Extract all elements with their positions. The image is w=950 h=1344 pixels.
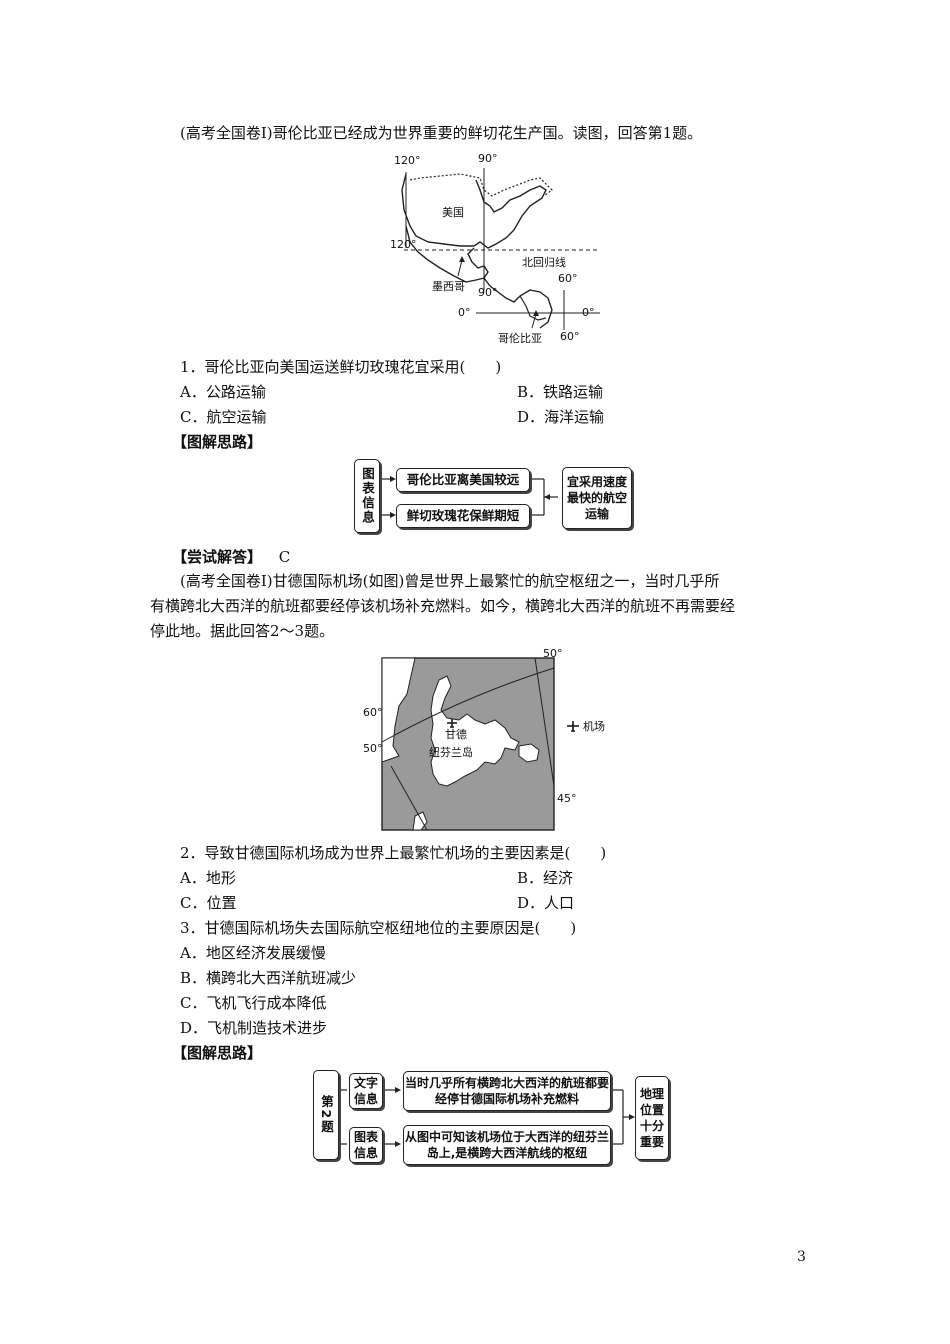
map1-label-colombia: 哥伦比亚 (498, 332, 542, 345)
answer1-label: 【尝试解答】 (172, 548, 263, 566)
airport-legend-icon (567, 721, 579, 732)
map1-label-mexico: 墨西哥 (432, 280, 465, 293)
map1-label-0-left: 0° (458, 306, 471, 319)
map2-label-45: 45° (557, 792, 577, 805)
map2-legend-airport: 机场 (583, 720, 605, 733)
flow2-box-chart-info: 图表信息 (349, 1127, 383, 1163)
intro-question-2-line1: (高考全国卷Ⅰ)甘德国际机场(如图)曾是世界上最繁忙的航空枢纽之一，当时几乎所 (180, 572, 720, 590)
flow2-box-question: 第2题 (313, 1070, 339, 1160)
q3-stem: 3．甘德国际机场失去国际航空枢纽地位的主要原因是( ) (180, 919, 577, 937)
flow2-box-text-top: 当时几乎所有横跨北大西洋的航班都要经停甘德国际机场补充燃料 (403, 1071, 611, 1111)
q1-option-d: D．海洋运输 (517, 408, 605, 426)
map-newfoundland: 50° 60° 50° 甘德 纽芬兰岛 45° 机场 (355, 646, 625, 836)
answer1-value: C (278, 548, 291, 566)
intro-question-2-line3: 停此地。据此回答2～3题。 (150, 622, 335, 640)
map1-label-usa: 美国 (442, 206, 464, 219)
q1-option-b: B．铁路运输 (517, 383, 604, 401)
map1-label-0-right: 0° (582, 306, 595, 319)
intro-question-1: (高考全国卷Ⅰ)哥伦比亚已经成为世界重要的鲜切花生产国。读图，回答第1题。 (180, 124, 703, 142)
flow2-connectors (339, 1087, 635, 1147)
flow1-box-bottom: 鲜切玫瑰花保鲜期短 (396, 504, 530, 528)
map1-label-90-top: 90° (478, 152, 498, 165)
map-americas: 120° 90° 美国 120° 北回归线 墨西哥 90° 60° 0° 0° … (380, 150, 610, 350)
q2-option-c: C．位置 (180, 894, 237, 912)
answer1: 【尝试解答】 C (172, 545, 290, 569)
map1-label-60-top: 60° (558, 272, 578, 285)
q2-option-d: D．人口 (517, 894, 575, 912)
map1-label-tropic: 北回归线 (522, 256, 566, 269)
map2-label-60: 60° (363, 706, 383, 719)
q3-option-c: C．飞机飞行成本降低 (180, 994, 327, 1012)
map1-label-120-top: 120° (394, 154, 421, 167)
flow1-box-chart-info: 图表信息 (354, 459, 380, 533)
flow-diagram-1: 图表信息 哥伦比亚离美国较远 鲜切玫瑰花保鲜期短 宜采用速度最快的航空运输 (354, 457, 644, 537)
flow2-box-text-info: 文字信息 (349, 1073, 383, 1109)
q2-option-b: B．经济 (517, 869, 574, 887)
map2-label-50-left: 50° (363, 742, 383, 755)
flow1-connectors (380, 476, 558, 518)
flow-diagram-2: 第2题 文字信息 图表信息 当时几乎所有横跨北大西洋的航班都要经停甘德国际机场补… (313, 1068, 673, 1165)
flow2-box-text-bottom: 从图中可知该机场位于大西洋的纽芬兰岛上,是横跨大西洋航线的枢纽 (403, 1125, 611, 1165)
map-americas-drawing (401, 168, 600, 330)
intro-question-2-line2: 有横跨北大西洋的航班都要经停该机场补充燃料。如今，横跨北大西洋的航班不再需要经 (150, 597, 736, 615)
q2-stem: 2．导致甘德国际机场成为世界上最繁忙机场的主要因素是( ) (180, 844, 607, 862)
q1-option-a: A．公路运输 (180, 383, 266, 401)
flow2-box-result: 地理位置十分重要 (635, 1076, 669, 1160)
page-number: 3 (797, 1249, 806, 1265)
map1-label-60-bottom: 60° (560, 330, 580, 343)
flow1-box-top: 哥伦比亚离美国较远 (396, 468, 530, 492)
map1-label-90-bottom: 90° (478, 286, 498, 299)
flow1-box-result: 宜采用速度最快的航空运输 (562, 467, 632, 529)
tujie-heading-1: 【图解思路】 (172, 433, 263, 451)
q3-option-d: D．飞机制造技术进步 (180, 1019, 328, 1037)
tujie-heading-2: 【图解思路】 (172, 1044, 263, 1062)
map2-label-newfoundland: 纽芬兰岛 (429, 746, 473, 759)
q1-stem: 1．哥伦比亚向美国运送鲜切玫瑰花宜采用( ) (180, 358, 502, 376)
q3-option-b: B．横跨北大西洋航班减少 (180, 969, 357, 987)
q3-option-a: A．地区经济发展缓慢 (180, 944, 326, 962)
airport-icon-map (447, 719, 457, 728)
map-newfoundland-drawing (381, 657, 579, 831)
map2-label-50-top: 50° (543, 647, 563, 660)
map1-label-120-left: 120° (390, 238, 417, 251)
q1-option-c: C．航空运输 (180, 408, 267, 426)
q2-option-a: A．地形 (180, 869, 236, 887)
map2-label-gander: 甘德 (445, 728, 467, 741)
